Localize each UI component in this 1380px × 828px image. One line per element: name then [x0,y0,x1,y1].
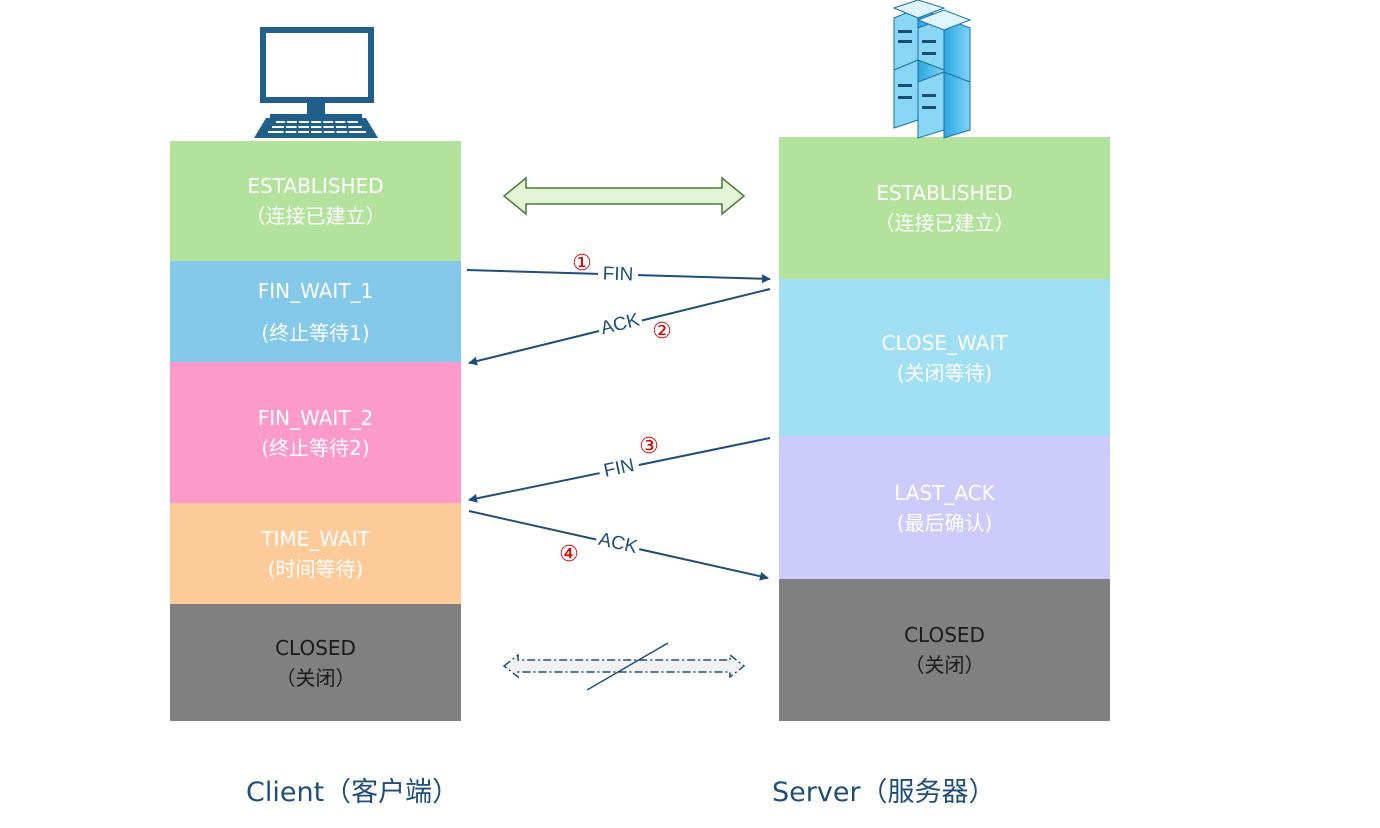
client-state-time-wait: TIME_WAIT (时间等待) [170,503,461,604]
client-state-fin-wait-1: FIN_WAIT_1 (终止等待1) [170,261,461,362]
client-state-fin-wait-2-title: FIN_WAIT_2 [257,405,374,430]
message-1-label: FIN [602,263,633,285]
server-rack-icon [892,0,972,139]
server-state-last-ack-subtitle: (最后确认) [896,510,993,535]
server-state-last-ack-title: LAST_ACK [894,480,995,505]
client-state-time-wait-title: TIME_WAIT [261,526,370,551]
computer-monitor-icon [254,27,378,138]
message-4-step: ④ [559,542,579,567]
server-state-close-wait: CLOSE_WAIT (关闭等待) [779,279,1110,436]
closed-double-arrow [502,653,746,679]
message-2-step: ② [652,319,672,344]
client-state-fin-wait-2: FIN_WAIT_2 (终止等待2) [170,362,461,503]
message-2-label: ACK [599,309,642,339]
server-state-closed-title: CLOSED [904,623,985,647]
server-state-close-wait-title: CLOSE_WAIT [881,330,1008,355]
client-state-established: ESTABLISHED （连接已建立） [170,141,461,261]
server-state-established-subtitle: （连接已建立） [874,211,1015,235]
client-state-fin-wait-2-subtitle: (终止等待2) [261,435,370,460]
client-state-time-wait-subtitle: (时间等待) [267,556,364,581]
closed-cross-line [586,642,669,691]
server-state-closed-subtitle: （关闭） [904,653,985,677]
server-state-established: ESTABLISHED （连接已建立） [779,137,1110,279]
client-state-established-title: ESTABLISHED [247,174,384,198]
server-state-closed: CLOSED （关闭） [779,579,1110,721]
client-state-closed-title: CLOSED [275,635,356,660]
server-state-last-ack: LAST_ACK (最后确认) [779,436,1110,579]
client-state-closed-subtitle: （关闭） [275,665,356,690]
client-caption: Client（客户端） [246,777,460,808]
client-state-established-subtitle: （连接已建立） [245,204,386,228]
server-state-close-wait-subtitle: (关闭等待) [896,360,993,385]
client-state-fin-wait-1-subtitle: (终止等待1) [261,320,370,345]
message-1-step: ① [572,251,592,276]
client-state-closed: CLOSED （关闭） [170,604,461,721]
client-state-fin-wait-1-title: FIN_WAIT_1 [257,278,374,303]
message-3-step: ③ [639,434,659,459]
server-state-established-title: ESTABLISHED [876,181,1013,205]
server-caption: Server（服务器） [772,777,996,808]
established-double-arrow [502,176,746,216]
